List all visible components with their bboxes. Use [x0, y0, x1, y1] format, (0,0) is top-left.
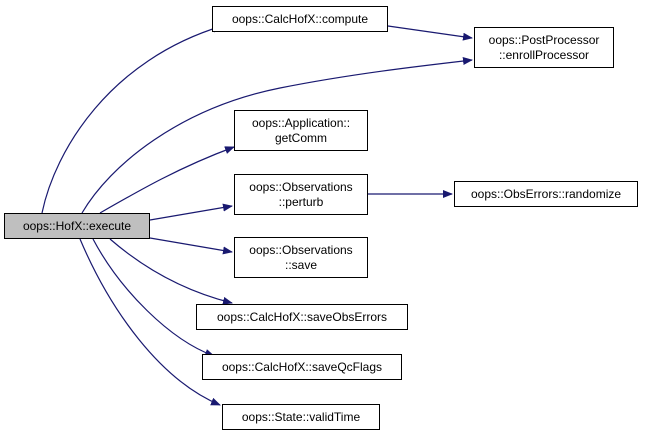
edge-compute-enroll [387, 25, 473, 41]
edge-execute-perturb [149, 203, 233, 221]
edge-execute-save [149, 237, 233, 255]
node-label-line: oops::Application:: [251, 115, 351, 130]
edge-execute-enroll [81, 57, 473, 214]
edge-execute-validtime [79, 238, 221, 406]
node-label-line: oops::HofX::execute [22, 218, 132, 233]
node-observations-save[interactable]: oops::Observations::save [234, 237, 368, 278]
node-calchofx-saveobserrors[interactable]: oops::CalcHofX::saveObsErrors [196, 304, 408, 330]
node-label-line: oops::ObsErrors::randomize [470, 186, 622, 201]
node-label-line: ::enrollProcessor [498, 47, 590, 62]
node-label-line: oops::CalcHofX::compute [231, 11, 369, 26]
node-calchofx-compute[interactable]: oops::CalcHofX::compute [212, 6, 388, 32]
node-label-line: getComm [274, 130, 327, 145]
node-label-line: ::save [284, 257, 317, 272]
node-application-getcomm[interactable]: oops::Application::getComm [234, 110, 368, 151]
node-label-line: oops::CalcHofX::saveObsErrors [216, 309, 388, 324]
node-label-line: oops::PostProcessor [488, 32, 600, 47]
node-label-line: oops::Observations [249, 179, 353, 194]
node-label-line: oops::State::validTime [241, 409, 361, 424]
node-label-line: ::perturb [278, 194, 324, 209]
edge-execute-saveqcflags [92, 238, 215, 357]
edge-execute-compute [41, 24, 223, 214]
node-label-line: oops::Observations [249, 242, 353, 257]
node-calchofx-saveqcflags[interactable]: oops::CalcHofX::saveQcFlags [202, 354, 402, 380]
node-state-validtime[interactable]: oops::State::validTime [222, 404, 380, 430]
edge-execute-getcomm [99, 146, 235, 214]
node-observations-perturb[interactable]: oops::Observations::perturb [234, 174, 368, 215]
node-postprocessor-enrollprocessor[interactable]: oops::PostProcessor::enrollProcessor [474, 27, 614, 68]
edge-execute-saveobserrors [109, 238, 233, 305]
node-label-line: oops::CalcHofX::saveQcFlags [221, 359, 383, 374]
node-hofx-execute: oops::HofX::execute [4, 213, 150, 239]
node-obserrors-randomize[interactable]: oops::ObsErrors::randomize [454, 181, 638, 207]
